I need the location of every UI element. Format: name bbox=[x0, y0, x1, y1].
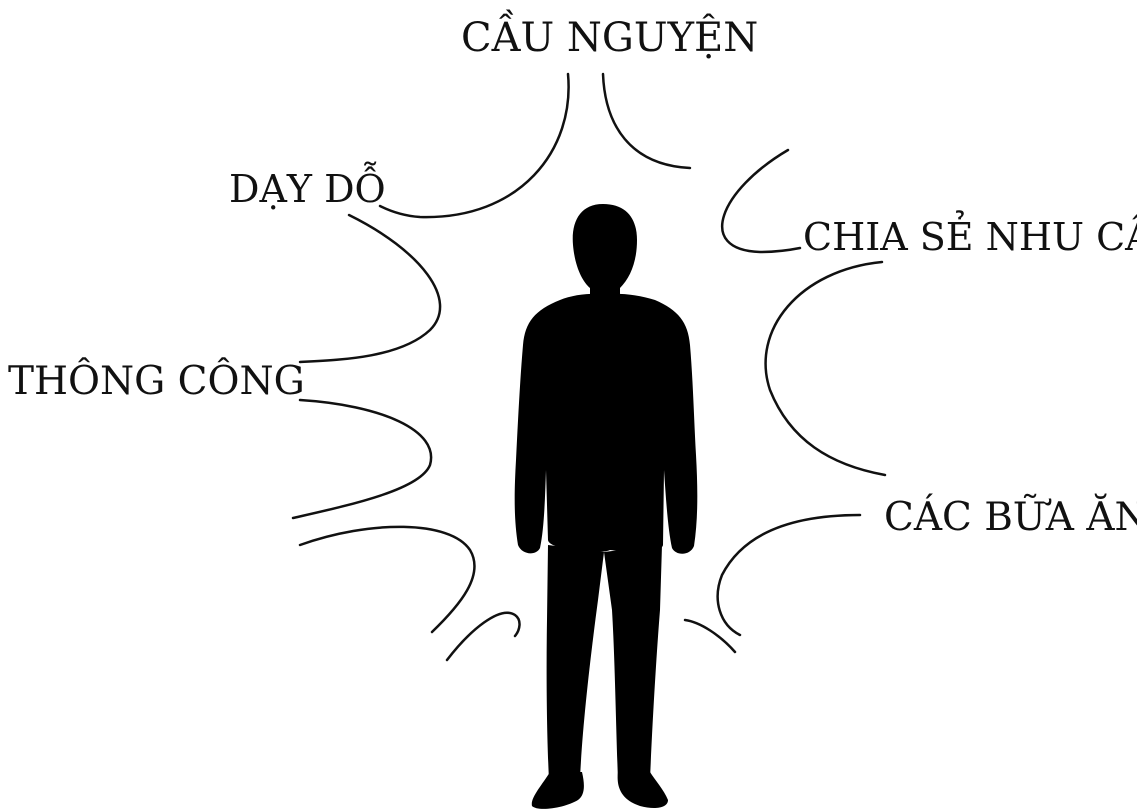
silhouette-left-shoe bbox=[531, 772, 584, 809]
ray-left-arc bbox=[291, 398, 433, 520]
silhouette-right-leg bbox=[604, 545, 662, 780]
silhouette-left-leg bbox=[546, 545, 604, 780]
label-fellowship: THÔNG CÔNG bbox=[8, 359, 305, 404]
silhouette-right-shoe bbox=[617, 772, 668, 808]
label-sharing-needs: CHIA SẺ NHU CẦU bbox=[803, 215, 1137, 259]
person-silhouette bbox=[514, 204, 698, 809]
ray-right-arc bbox=[764, 260, 887, 477]
ray-bottom-right-hook bbox=[683, 618, 737, 654]
radiating-rays bbox=[291, 72, 887, 662]
ray-upper-right-hook bbox=[720, 148, 802, 254]
ray-lower-left-arc bbox=[298, 525, 476, 634]
ray-upper-left-arc bbox=[298, 213, 442, 364]
silhouette-head bbox=[572, 204, 637, 293]
ray-bottom-left-hook bbox=[445, 611, 521, 662]
ray-top-right-of-center bbox=[601, 72, 692, 170]
label-meals: CÁC BỮA ĂN bbox=[884, 495, 1137, 540]
ray-top-left-of-center bbox=[378, 72, 570, 219]
label-prayer: CẦU NGUYỆN bbox=[461, 15, 759, 61]
label-teaching: DẠY DỖ bbox=[229, 167, 386, 211]
silhouette-torso bbox=[514, 293, 698, 554]
ray-lower-right-arc bbox=[716, 513, 862, 637]
